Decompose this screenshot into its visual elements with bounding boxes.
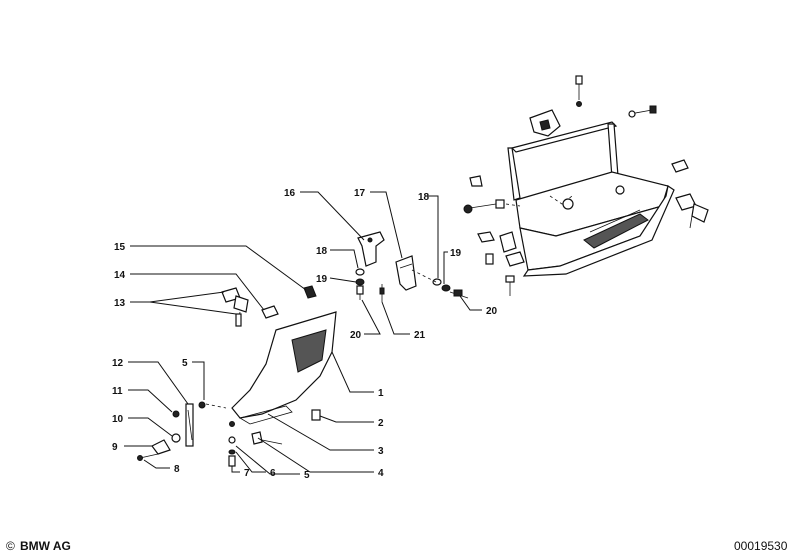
callout-5-top: 5 (182, 358, 188, 369)
callout-1: 1 (378, 388, 384, 399)
callout-7: 7 (244, 468, 250, 479)
brand-label: BMW AG (20, 539, 71, 553)
callout-9: 9 (112, 442, 118, 453)
callout-3: 3 (378, 446, 384, 457)
callout-19-right: 19 (450, 248, 462, 259)
callout-21: 21 (414, 330, 426, 341)
callout-4: 4 (378, 468, 384, 479)
callout-12: 12 (112, 358, 124, 369)
glove-box-assembly (463, 75, 709, 296)
image-number: 00019530 (734, 539, 788, 553)
callout-15: 15 (114, 242, 126, 253)
callout-13: 13 (114, 298, 126, 309)
callout-2: 2 (378, 418, 384, 429)
callout-17: 17 (354, 188, 366, 199)
callout-8: 8 (174, 464, 180, 475)
callout-11: 11 (112, 386, 123, 397)
callout-18-left: 18 (316, 246, 328, 257)
callout-5-bottom: 5 (304, 470, 310, 481)
cover-panel-group (137, 285, 337, 467)
callout-14: 14 (114, 270, 126, 281)
callout-20-left: 20 (350, 330, 362, 341)
callout-10: 10 (112, 414, 124, 425)
callout-labels: 1 2 3 4 5 5 6 7 8 9 10 11 12 13 14 15 16… (112, 188, 498, 481)
callout-6: 6 (270, 468, 276, 479)
footer: © BMW AG 00019530 (6, 539, 788, 553)
callout-20-right: 20 (486, 306, 498, 317)
callout-19-left: 19 (316, 274, 328, 285)
callout-18-right: 18 (418, 192, 430, 203)
callout-16: 16 (284, 188, 296, 199)
leader-lines (124, 191, 482, 475)
copyright-symbol: © (6, 539, 15, 553)
bracket-group (355, 231, 469, 302)
